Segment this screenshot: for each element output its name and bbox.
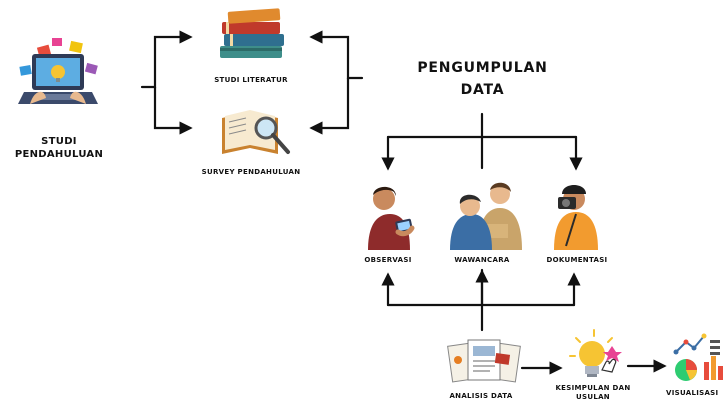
label-visualisasi: VISUALISASI [666, 389, 719, 397]
arrow-to-survey-pendahuluan [153, 85, 193, 135]
documents-icon [447, 339, 521, 383]
label-observasi: OBSERVASI [364, 256, 412, 264]
open-book-magnifier-icon [222, 110, 290, 154]
label-dokumentasi: DOKUMENTASI [546, 256, 608, 264]
label-analisis-data: ANALISIS DATA [449, 392, 513, 400]
arrow-back-to-studi-literatur [309, 30, 364, 80]
label-survey-pendahuluan: SURVEY PENDAHULUAN [201, 168, 301, 176]
connectors [140, 30, 667, 375]
label-kesimpulan-usulan: KESIMPULAN DAN USULAN [555, 384, 631, 401]
observer-person-icon [368, 186, 415, 250]
photographer-icon [554, 185, 598, 250]
laptop-icon [18, 38, 98, 104]
label-studi-literatur: STUDI LITERATUR [214, 76, 288, 84]
label-pengumpulan-data: PENGUMPULAN DATA [417, 60, 548, 98]
arrow-to-studi-literatur [140, 30, 193, 89]
arrow-back-to-survey-pendahuluan [309, 76, 350, 135]
label-wawancara: WAWANCARA [454, 256, 510, 264]
label-studi-pendahuluan: STUDI PENDAHULUAN [14, 136, 104, 160]
lightbulb-icon [569, 329, 622, 377]
books-stack-icon [220, 8, 284, 58]
charts-icon [673, 333, 723, 381]
interview-people-icon [450, 182, 522, 250]
